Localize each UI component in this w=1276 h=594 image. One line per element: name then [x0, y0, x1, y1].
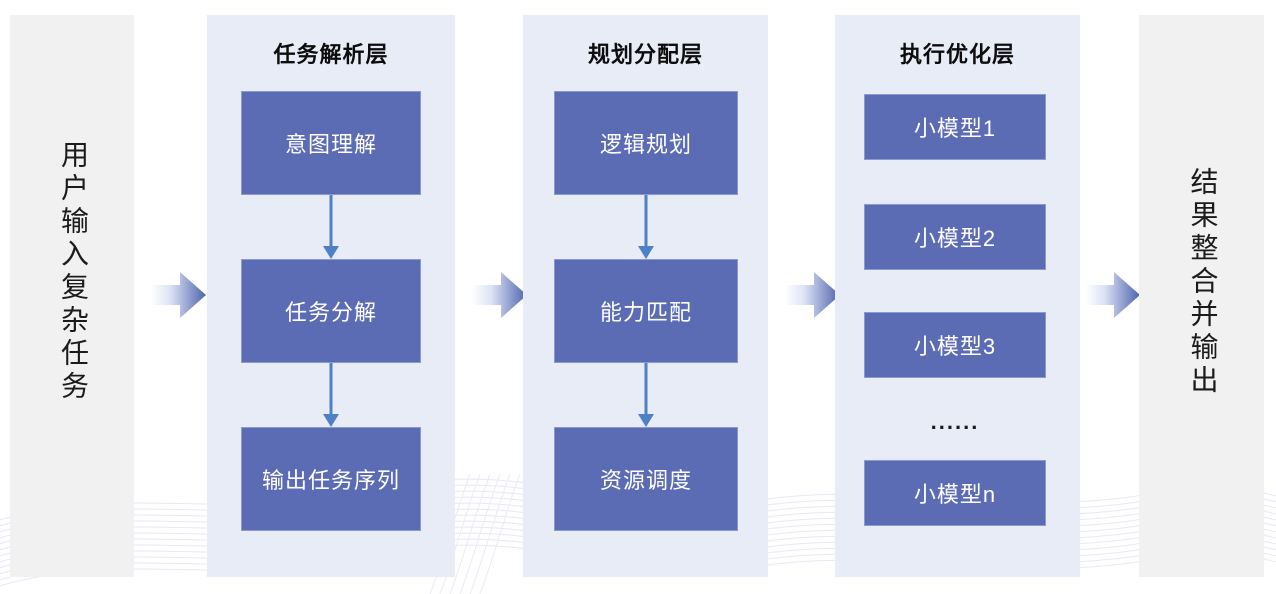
node-layer2-1[interactable]: 逻辑规划 — [554, 91, 738, 195]
flow-arrow-input-to-layer1 — [151, 269, 207, 321]
layer-title-2: 规划分配层 — [587, 42, 703, 67]
output-panel-label: 结果整合并输出 — [1186, 167, 1218, 398]
input-panel: 用户输入复杂任务 — [10, 15, 134, 577]
layer-title-1: 任务解析层 — [273, 42, 389, 67]
node-layer2-3[interactable]: 资源调度 — [554, 427, 738, 531]
input-panel-label: 用户输入复杂任务 — [57, 140, 88, 404]
node-layer1-1[interactable]: 意图理解 — [241, 91, 421, 195]
node-layer3-1[interactable]: 小模型1 — [864, 94, 1046, 160]
node-layer3-2[interactable]: 小模型2 — [864, 204, 1046, 270]
down-arrow-layer1-2 — [317, 363, 345, 427]
flow-arrow-layer1-to-layer2 — [472, 269, 528, 321]
layer-title-3: 执行优化层 — [899, 42, 1015, 67]
node-layer2-2[interactable]: 能力匹配 — [554, 259, 738, 363]
flow-arrow-layer3-to-output — [1085, 269, 1141, 321]
down-arrow-layer2-2 — [632, 363, 660, 427]
output-panel: 结果整合并输出 — [1139, 15, 1264, 577]
flow-arrow-layer2-to-layer3 — [785, 269, 841, 321]
node-layer1-3[interactable]: 输出任务序列 — [241, 427, 421, 531]
down-arrow-layer2-1 — [632, 195, 660, 259]
down-arrow-layer1-1 — [317, 195, 345, 259]
node-layer3-4[interactable]: 小模型n — [864, 460, 1046, 526]
node-layer3-3[interactable]: 小模型3 — [864, 312, 1046, 378]
layer3-ellipsis: ...... — [930, 409, 980, 434]
node-layer1-2[interactable]: 任务分解 — [241, 259, 421, 363]
